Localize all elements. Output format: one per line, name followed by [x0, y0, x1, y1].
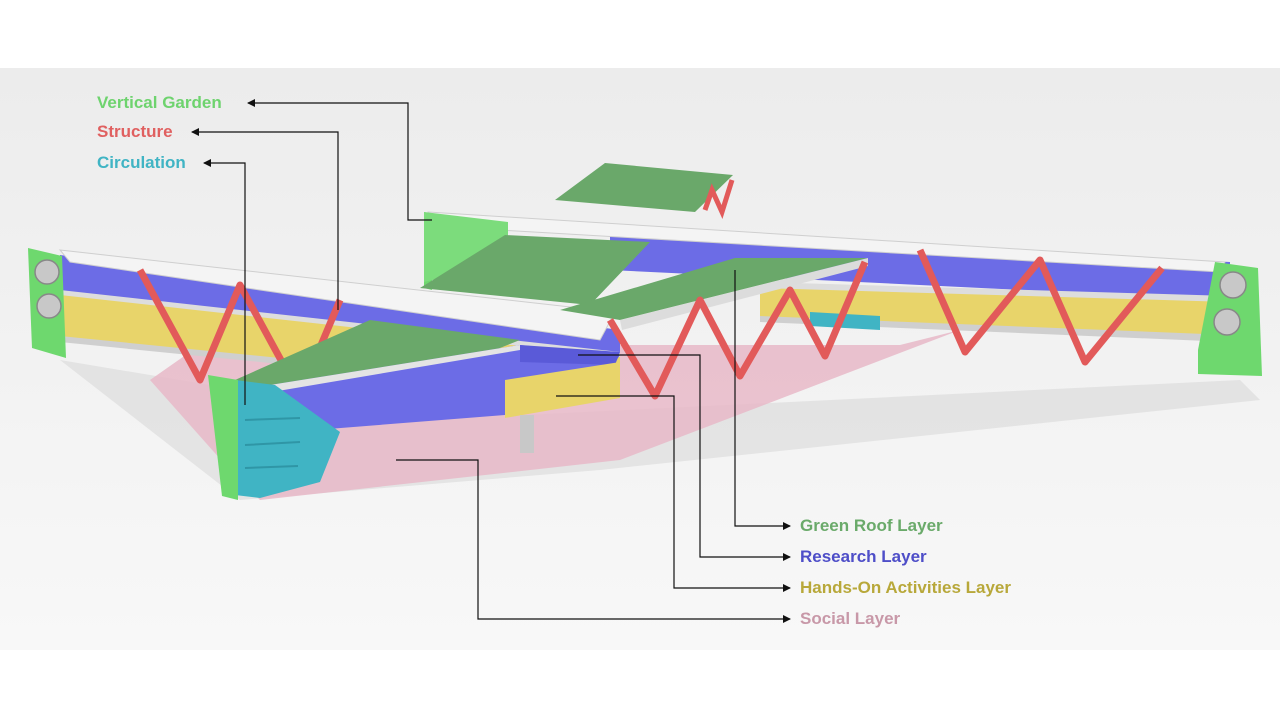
green-roof-layer-label: Green Roof Layer [800, 516, 943, 535]
front-vertical-garden-panel [208, 375, 238, 500]
circulation-stair-block [235, 380, 340, 498]
left-fan-icon-1 [34, 259, 60, 285]
central-green-roof [420, 235, 650, 305]
hands-on-activities-layer-label: Hands-On Activities Layer [800, 578, 1011, 597]
structure-leader [191, 128, 339, 310]
diagonal-green-ramp [560, 258, 868, 320]
right-fan-icon-2 [1213, 308, 1241, 336]
front-ramp-slab [270, 345, 520, 392]
front-ramp-research-edge [520, 345, 620, 365]
research-layer-label: Research Layer [800, 547, 927, 566]
left-fan-icon-2 [36, 293, 62, 319]
front-ramp-hands-on-block [505, 362, 620, 418]
vertical-garden-label: Vertical Garden [97, 93, 222, 112]
circulation-leader [203, 159, 246, 405]
back-green-roof [555, 163, 733, 212]
right-structure-truss [916, 248, 1165, 366]
right-fan-icon-1 [1219, 271, 1247, 299]
hands-on-leader [556, 395, 791, 592]
support-column [520, 415, 534, 453]
diagonal-ramp-edge [620, 258, 868, 330]
structure-label: Structure [97, 122, 173, 141]
social-layer-label: Social Layer [800, 609, 901, 628]
front-ramp-research-block [270, 345, 620, 432]
vertical-garden-leader [247, 99, 432, 221]
right-wing-research-band [610, 230, 1230, 300]
research-leader [578, 354, 791, 561]
right-circulation-element [810, 312, 880, 330]
front-green-ramp [235, 320, 520, 390]
circulation-label: Circulation [97, 153, 186, 172]
circulation-stair-steps [244, 417, 301, 469]
back-structure-truss [702, 179, 735, 219]
right-wing-slab [760, 282, 1230, 302]
social-leader [396, 459, 791, 623]
green-roof-leader [734, 270, 791, 530]
